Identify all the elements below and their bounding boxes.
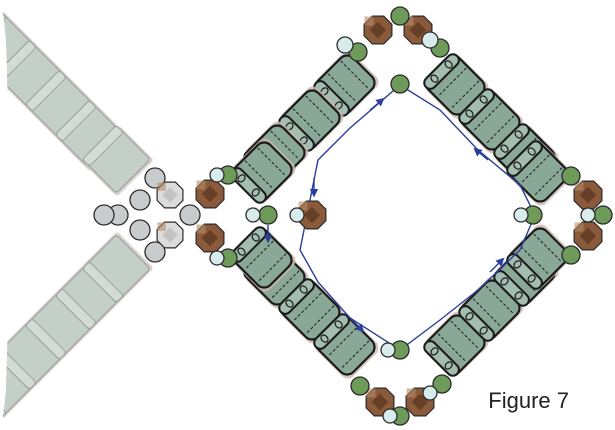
two-hole-tile-bead-icon [506, 140, 572, 206]
round-seed-bead-icon [336, 36, 354, 54]
diamond-tile-ring [230, 51, 572, 379]
round-seed-bead-icon [350, 376, 370, 396]
round-seed-bead-icon [289, 207, 305, 223]
two-hole-tile-bead-icon [82, 125, 153, 196]
two-hole-tile-bead-icon [82, 232, 153, 303]
round-seed-bead-icon [422, 385, 438, 401]
faceted-crystal-bead-icon [403, 15, 433, 45]
thread-path [263, 84, 536, 351]
round-seed-bead-icon [561, 166, 581, 186]
round-seed-bead-icon [245, 207, 261, 223]
round-seed-bead-icon [382, 408, 398, 424]
round-seed-bead-icon [144, 241, 166, 263]
two-hole-tile-bead-icon [55, 100, 126, 171]
faceted-crystal-bead-icon [195, 223, 225, 253]
round-seed-bead-icon [432, 374, 452, 394]
thread-path-arrow-icon [489, 257, 505, 273]
round-seed-bead-icon [513, 207, 529, 223]
round-seed-bead-icon [390, 74, 410, 94]
faceted-crystal-bead-icon [156, 181, 184, 209]
faceted-crystal-bead-icon [363, 15, 393, 45]
round-seed-bead-icon [129, 189, 151, 211]
round-seed-bead-icon [580, 207, 596, 223]
faceted-crystal-bead-icon [156, 221, 184, 249]
round-seed-bead-icon [209, 167, 225, 183]
figure-caption: Figure 7 [488, 388, 569, 413]
round-seed-bead-icon [421, 31, 439, 49]
faceted-crystal-bead-icon [573, 221, 603, 251]
faceted-crystal-bead-icon [297, 200, 327, 230]
round-seed-bead-icon [179, 204, 201, 226]
two-hole-tile-bead-icon [278, 86, 344, 152]
thread-path-arrow-icon [349, 317, 365, 333]
thread-path-arrow-icon [369, 97, 385, 111]
round-seed-bead-icon [380, 342, 396, 358]
two-hole-tile-bead-icon [230, 138, 296, 204]
round-seed-bead-icon [561, 245, 581, 265]
two-hole-tile-bead-icon [458, 88, 524, 154]
two-hole-tile-bead-icon [25, 70, 96, 141]
previous-work-ghost-tiles [0, 0, 201, 430]
round-seed-bead-icon [390, 6, 410, 26]
seed-beads [195, 6, 613, 426]
round-seed-bead-icon [93, 204, 115, 226]
round-seed-bead-icon [129, 219, 151, 241]
faceted-crystal-bead-icon [195, 179, 225, 209]
thread-path-arrow-icon [473, 147, 489, 161]
round-seed-bead-icon [258, 205, 278, 225]
round-seed-bead-icon [209, 250, 225, 266]
two-hole-tile-bead-icon [313, 51, 379, 117]
faceted-crystal-bead-icon [573, 180, 603, 210]
faceted-crystal-bead-icon [365, 387, 395, 417]
round-seed-bead-icon [593, 205, 613, 225]
